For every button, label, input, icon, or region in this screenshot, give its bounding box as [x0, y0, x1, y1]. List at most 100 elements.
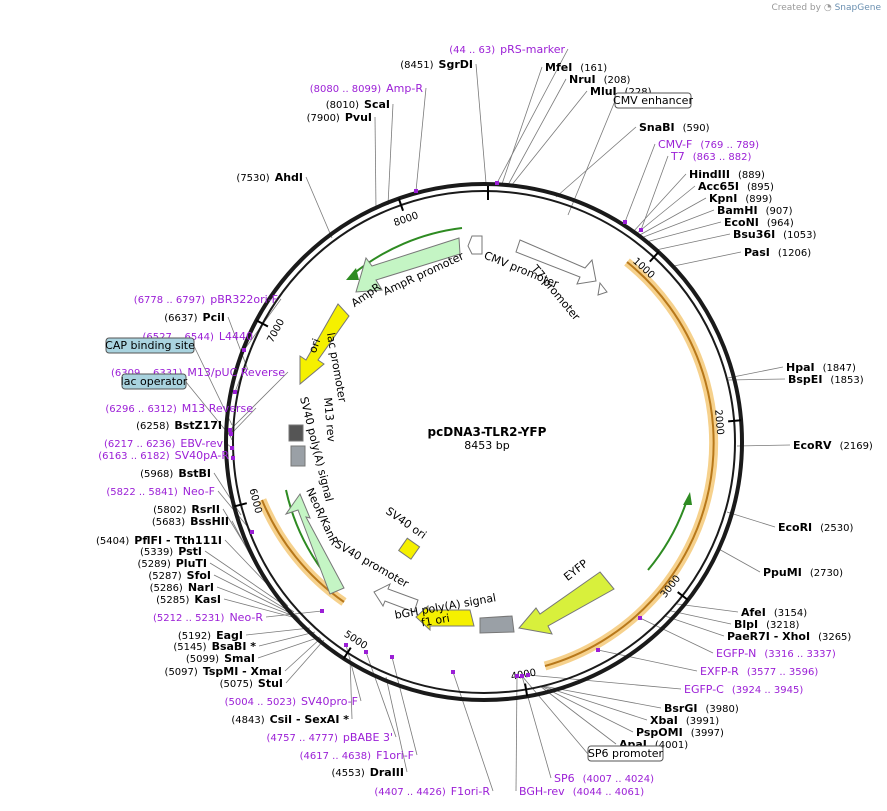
- enzyme-label-acc65i[interactable]: Acc65I(895): [698, 180, 774, 193]
- primer-label-neo-f[interactable]: (5822 .. 5841)Neo-F: [106, 485, 215, 498]
- enzyme-name: PluTI: [176, 557, 207, 570]
- enzyme-label-sfoi[interactable]: (5287)SfoI: [148, 569, 211, 582]
- enzyme-label-eagi[interactable]: (5192)EagI: [178, 629, 243, 642]
- enzyme-label-hindiii[interactable]: HindIII(889): [689, 168, 765, 181]
- enzyme-label-bspei[interactable]: BspEI(1853): [788, 373, 864, 386]
- enzyme-label-bamhi[interactable]: BamHI(907): [717, 204, 793, 217]
- feature-box-cap-binding-site[interactable]: CAP binding site: [105, 337, 195, 354]
- feature-label-m13-rev[interactable]: M13 rev: [321, 397, 338, 443]
- enzyme-label-pvui[interactable]: (7900)PvuI: [307, 111, 372, 124]
- enzyme-text: NruI(208): [569, 73, 631, 86]
- primer-label-t7[interactable]: T7(863 .. 882): [670, 150, 752, 163]
- primer-label-egfp-n[interactable]: EGFP-N(3316 .. 3337): [716, 647, 836, 660]
- enzyme-label-ecorv[interactable]: EcoRV(2169): [793, 439, 873, 452]
- primer-label-cmv-f[interactable]: CMV-F(769 .. 789): [658, 138, 759, 151]
- enzyme-label-smai[interactable]: (5099)SmaI: [186, 652, 255, 665]
- primer-label-ebv-rev[interactable]: (6217 .. 6236)EBV-rev: [104, 437, 223, 450]
- primer-label-bgh-rev[interactable]: BGH-rev(4044 .. 4061): [519, 785, 644, 798]
- tick-mark: [397, 198, 404, 212]
- enzyme-position: (5289): [137, 559, 170, 570]
- enzyme-position: (5145): [173, 642, 206, 653]
- enzyme-label-scai[interactable]: (8010)ScaI: [326, 98, 390, 111]
- feature-label-ori[interactable]: ori: [306, 337, 323, 355]
- enzyme-label-mfei[interactable]: MfeI(161): [545, 61, 607, 74]
- enzyme-label-snabi[interactable]: SnaBI(590): [639, 121, 710, 134]
- enzyme-leader-line: [510, 90, 588, 187]
- enzyme-text: (4553)DraIII: [331, 766, 404, 779]
- enzyme-label-ppumi[interactable]: PpuMI(2730): [763, 566, 843, 579]
- primer-label-m13-reverse[interactable]: (6296 .. 6312)M13 Reverse: [105, 402, 253, 415]
- enzyme-label-nrui[interactable]: NruI(208): [569, 73, 631, 86]
- enzyme-leader-line: [655, 233, 731, 251]
- enzyme-label-bsshii[interactable]: (5683)BssHII: [152, 515, 229, 528]
- primer-label-amp-r[interactable]: (8080 .. 8099)Amp-R: [310, 82, 424, 95]
- primer-label-pbabe-3-[interactable]: (4757 .. 4777)pBABE 3': [267, 731, 394, 744]
- feature-label-f1-ori[interactable]: f1 ori: [420, 612, 451, 630]
- primer-position: (4407 .. 4426): [374, 787, 446, 798]
- orf-arc-neo-line: [261, 499, 345, 603]
- enzyme-label-bsabi-[interactable]: (5145)BsaBI *: [173, 640, 256, 653]
- primer-text: (44 .. 63)pRS-marker: [449, 43, 565, 56]
- feature-box-sp6-promoter[interactable]: SP6 promoter: [587, 745, 664, 762]
- primer-label-prs-marker[interactable]: (44 .. 63)pRS-marker: [449, 43, 565, 56]
- enzyme-label-psti[interactable]: (5339)PstI: [140, 545, 202, 558]
- primer-position: (863 .. 882): [693, 152, 752, 163]
- enzyme-label-blpi[interactable]: BlpI(3218): [734, 618, 799, 631]
- enzyme-label-pflfi-tth111i[interactable]: (5404)PflFI - Tth111I: [96, 534, 222, 547]
- primer-label-egfp-c[interactable]: EGFP-C(3924 .. 3945): [684, 683, 803, 696]
- enzyme-label-bsu36i[interactable]: Bsu36I(1053): [733, 228, 817, 241]
- primer-leader-line: [527, 674, 682, 690]
- primer-label-pbr322ori-f[interactable]: (6778 .. 6797)pBR322ori-F: [134, 293, 278, 306]
- enzyme-label-pluti[interactable]: (5289) PluTI: [137, 557, 207, 570]
- enzyme-label-stui[interactable]: (5075)StuI: [220, 677, 283, 690]
- enzyme-position: (5286): [150, 583, 183, 594]
- enzyme-name: SfoI: [187, 569, 211, 582]
- snapgene-credit: Created by ◔ SnapGene: [771, 3, 881, 13]
- enzyme-label-ahdi[interactable]: (7530)AhdI: [236, 171, 303, 184]
- primer-label-f1ori-r[interactable]: (4407 .. 4426)F1ori-R: [374, 785, 490, 798]
- feature-box-lac-operator[interactable]: lac operator: [121, 373, 188, 390]
- primer-label-exfp-r[interactable]: EXFP-R(3577 .. 3596): [700, 665, 818, 678]
- enzyme-label-csii-sexai-[interactable]: (4843)CsiI - SexAI *: [231, 713, 349, 726]
- enzyme-label-hpai[interactable]: HpaI(1847): [786, 361, 856, 374]
- enzyme-label-afei[interactable]: AfeI(3154): [741, 606, 807, 619]
- enzyme-position: (5404): [96, 536, 129, 547]
- feature-label-lac-promoter[interactable]: lac promoter: [324, 332, 349, 404]
- enzyme-name: HpaI: [786, 361, 815, 374]
- enzyme-label-xbai[interactable]: XbaI(3991): [650, 714, 719, 727]
- enzyme-name: BstZ17I: [174, 419, 222, 432]
- enzyme-label-pcii[interactable]: (6637)PciI: [164, 311, 225, 324]
- feature-label-eyfp[interactable]: EYFP: [561, 557, 590, 584]
- enzyme-label-nari[interactable]: (5286)NarI: [150, 581, 214, 594]
- enzyme-label-bstbi[interactable]: (5968)BstBI: [140, 467, 211, 480]
- enzyme-label-bsrgi[interactable]: BsrGI(3980): [664, 702, 739, 715]
- enzyme-label-pspomi[interactable]: PspOMI(3997): [636, 726, 724, 739]
- primer-site-marker: [229, 432, 233, 436]
- enzyme-label-econi[interactable]: EcoNI(964): [724, 216, 794, 229]
- enzyme-label-kpni[interactable]: KpnI(899): [709, 192, 772, 205]
- enzyme-label-tspmi-xmai[interactable]: (5097)TspMI - XmaI: [165, 665, 282, 678]
- primer-label-sv40pro-f[interactable]: (5004 .. 5023)SV40pro-F: [225, 695, 358, 708]
- enzyme-label-sgrdi[interactable]: (8451)SgrDI: [400, 58, 473, 71]
- feature-box-text: lac operator: [121, 375, 188, 388]
- primer-label-sp6[interactable]: SP6(4007 .. 4024): [554, 772, 654, 785]
- primer-label-f1ori-f[interactable]: (4617 .. 4638)F1ori-F: [300, 749, 414, 762]
- enzyme-name: BlpI: [734, 618, 758, 631]
- primer-label-neo-r[interactable]: (5212 .. 5231)Neo-R: [153, 611, 263, 624]
- enzyme-label-pasi[interactable]: PasI(1206): [744, 246, 811, 259]
- primer-label-sv40pa-r[interactable]: (6163 .. 6182)SV40pA-R: [98, 449, 229, 462]
- enzyme-leader-line: [507, 78, 567, 186]
- enzyme-leader-line: [227, 316, 249, 371]
- enzyme-text: XbaI(3991): [650, 714, 719, 727]
- enzyme-label-ecori[interactable]: EcoRI(2530): [778, 521, 854, 534]
- primer-name: EXFP-R: [700, 665, 739, 678]
- enzyme-text: AfeI(3154): [741, 606, 807, 619]
- enzyme-label-draiii[interactable]: (4553)DraIII: [331, 766, 404, 779]
- feature-box-cmv-enhancer[interactable]: CMV enhancer: [613, 92, 693, 109]
- feature-label-sv40-promoter[interactable]: SV40 promoter: [333, 538, 412, 591]
- feature-label-sv40-ori[interactable]: SV40 ori: [383, 505, 428, 542]
- enzyme-label-kasi[interactable]: (5285)KasI: [156, 593, 221, 606]
- enzyme-label-rsrii[interactable]: (5802)RsrII: [153, 503, 220, 516]
- enzyme-label-paer7i-xhoi[interactable]: PaeR7I - XhoI(3265): [727, 630, 851, 643]
- enzyme-label-bstz17i[interactable]: (6258)BstZ17I: [136, 419, 222, 432]
